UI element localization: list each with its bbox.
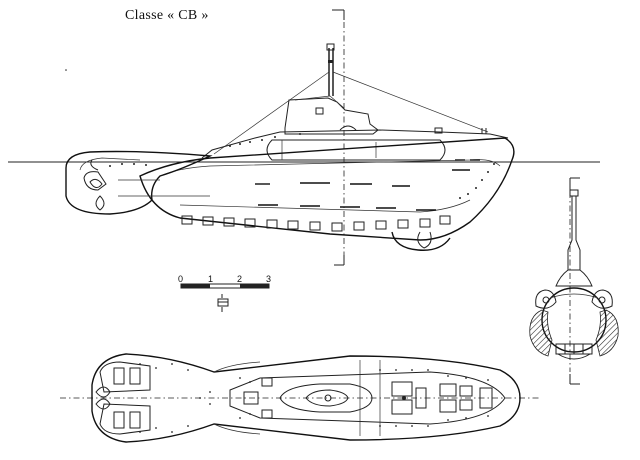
keel-bulge [391,231,451,251]
scale-tick-0: 0 [178,274,184,284]
scale-tick-3: 3 [266,274,272,284]
plan-hull-outline [91,353,521,443]
plan-deck-casing [229,371,506,425]
sail-window [315,107,324,115]
drawing-title: Classe « CB » [125,8,209,23]
stern-section [65,150,213,215]
hull-port-row [181,215,451,232]
section-bulge-right [591,289,613,309]
section-bulge-left [535,289,557,309]
conning-tower [284,97,379,135]
cross-section [529,177,619,385]
plan-fin-port [99,361,151,393]
periscope-mast [326,43,335,96]
hull-dots [109,133,495,199]
plan-conning-tower [279,383,373,413]
saddle-tank-left [529,309,553,357]
deck-cylinder [266,139,446,161]
plan-propeller [95,386,111,398]
plan-fin-stbd [99,403,151,435]
stern-rudder [83,171,107,191]
side-profile [8,9,600,266]
saddle-tank-right [595,309,619,357]
scale-tick-1: 1 [208,274,214,284]
plan-deck-fittings [243,377,493,419]
section-sail [555,269,593,287]
pressure-hull [139,137,515,241]
plan-view [60,353,540,443]
scale-bar [180,283,270,312]
rivet-marks [255,159,480,211]
section-mast [567,196,581,270]
section-line [332,9,345,266]
jumping-wire-aft [213,71,330,155]
jumping-wire-fwd [332,71,489,133]
scale-tick-2: 2 [237,274,243,284]
plan-rivets [139,363,489,433]
